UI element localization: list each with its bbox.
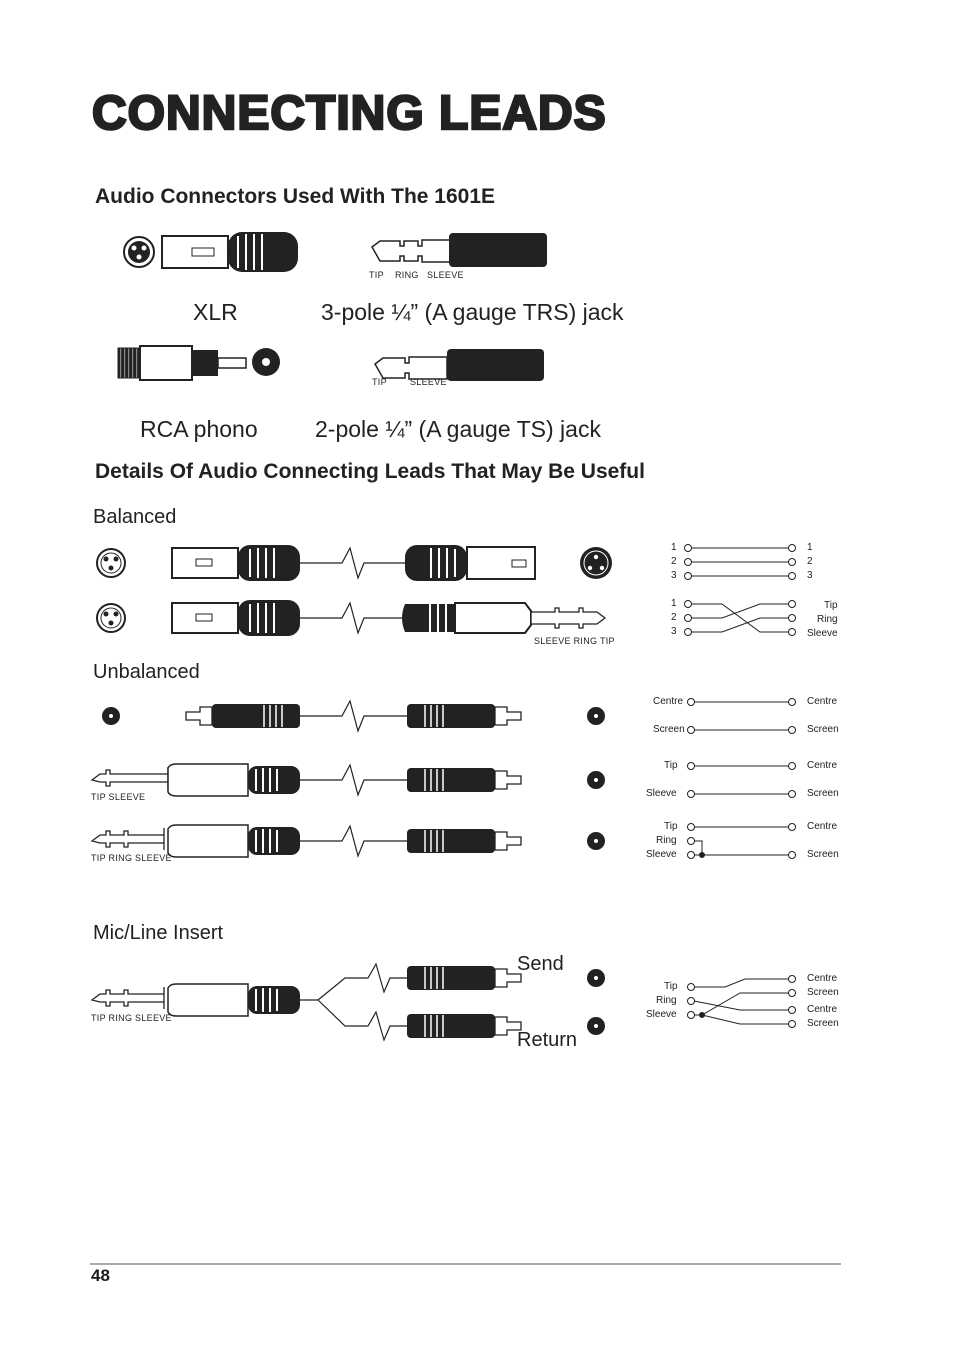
balanced-label: Balanced [93,506,177,528]
wire-label: 3 [671,570,677,581]
unbalanced-lead-trs-rca [90,824,605,858]
wire-label: 1 [807,542,813,553]
wire-label: Centre [807,760,838,771]
wire-label: Ring [817,614,838,625]
balanced-wiring-diagram-1 [684,544,796,580]
xlr-connector-illustration [123,232,298,272]
insert-lead-trs-to-dual-rca [90,962,605,1042]
xlr-caption: XLR [193,299,238,325]
ts-plug-parts-label: TIP SLEEVE [91,792,146,802]
trs-sleeve-label: SLEEVE [427,270,464,280]
page-title: CONNECTING LEADS [91,86,607,142]
wire-label: Sleeve [646,788,677,799]
wire-label: 3 [807,570,813,581]
rca-phono-illustration [117,345,280,381]
wire-label: 1 [671,598,677,609]
wire-label: Ring [656,995,677,1006]
unbalanced-wiring-diagram-3 [687,823,796,859]
wire-label: Screen [807,724,839,735]
return-label: Return [517,1029,578,1051]
send-label: Send [517,953,564,975]
balanced-wiring-diagram-2 [684,600,796,636]
connectors-heading: Audio Connectors Used With The 1601E [95,185,496,208]
wire-label: Tip [664,981,678,992]
unbalanced-lead-rca-rca [102,699,605,733]
wire-label: Centre [807,696,838,707]
trs-tip-label: TIP [369,270,384,280]
wire-label: Sleeve [646,849,677,860]
ts-jack-illustration [374,349,544,381]
trs-ring-label: RING [395,270,419,280]
wire-label: Ring [656,835,677,846]
wire-label: 2 [807,556,813,567]
insert-label: Mic/Line Insert [93,922,224,944]
insert-wiring-diagram [687,975,796,1028]
wire-label: Screen [807,788,839,799]
wire-label: Centre [807,973,838,984]
unbalanced-wiring-diagram-1 [687,698,796,734]
unbalanced-label: Unbalanced [93,661,200,683]
wire-label: Tip [664,760,678,771]
unbalanced-lead-ts-rca [90,763,605,797]
wire-label: Centre [653,696,684,707]
leads-heading: Details Of Audio Connecting Leads That M… [95,460,645,483]
trs-caption: 3-pole ¼” (A gauge TRS) jack [321,299,624,325]
wire-label: 2 [671,556,677,567]
wire-label: Centre [807,1004,838,1015]
wire-label: 2 [671,612,677,623]
wire-label: Sleeve [807,628,838,639]
rca-caption: RCA phono [140,416,258,442]
balanced-lead-xlr-trs [96,600,607,636]
ts-caption: 2-pole ¼” (A gauge TS) jack [315,416,601,442]
trs-plug-parts-label: TIP RING SLEEVE [91,853,172,863]
wire-label: Centre [807,821,838,832]
wire-label: Screen [807,1018,839,1029]
ts-tip-label: TIP [372,377,387,387]
wire-label: Tip [664,821,678,832]
trs-jack-illustration [371,233,547,267]
unbalanced-wiring-diagram-2 [687,762,796,798]
wire-label: 1 [671,542,677,553]
page-number: 48 [91,1266,110,1285]
wire-label: Sleeve [646,1009,677,1020]
balanced-plug-parts-label: SLEEVE RING TIP [534,636,615,646]
wire-label: Screen [653,724,685,735]
ts-sleeve-label: SLEEVE [410,377,447,387]
insert-trs-parts-label: TIP RING SLEEVE [91,1013,172,1023]
wire-label: Tip [824,600,838,611]
wire-label: Screen [807,849,839,860]
balanced-lead-xlr-xlr [96,545,612,581]
wire-label: Screen [807,987,839,998]
wire-label: 3 [671,626,677,637]
